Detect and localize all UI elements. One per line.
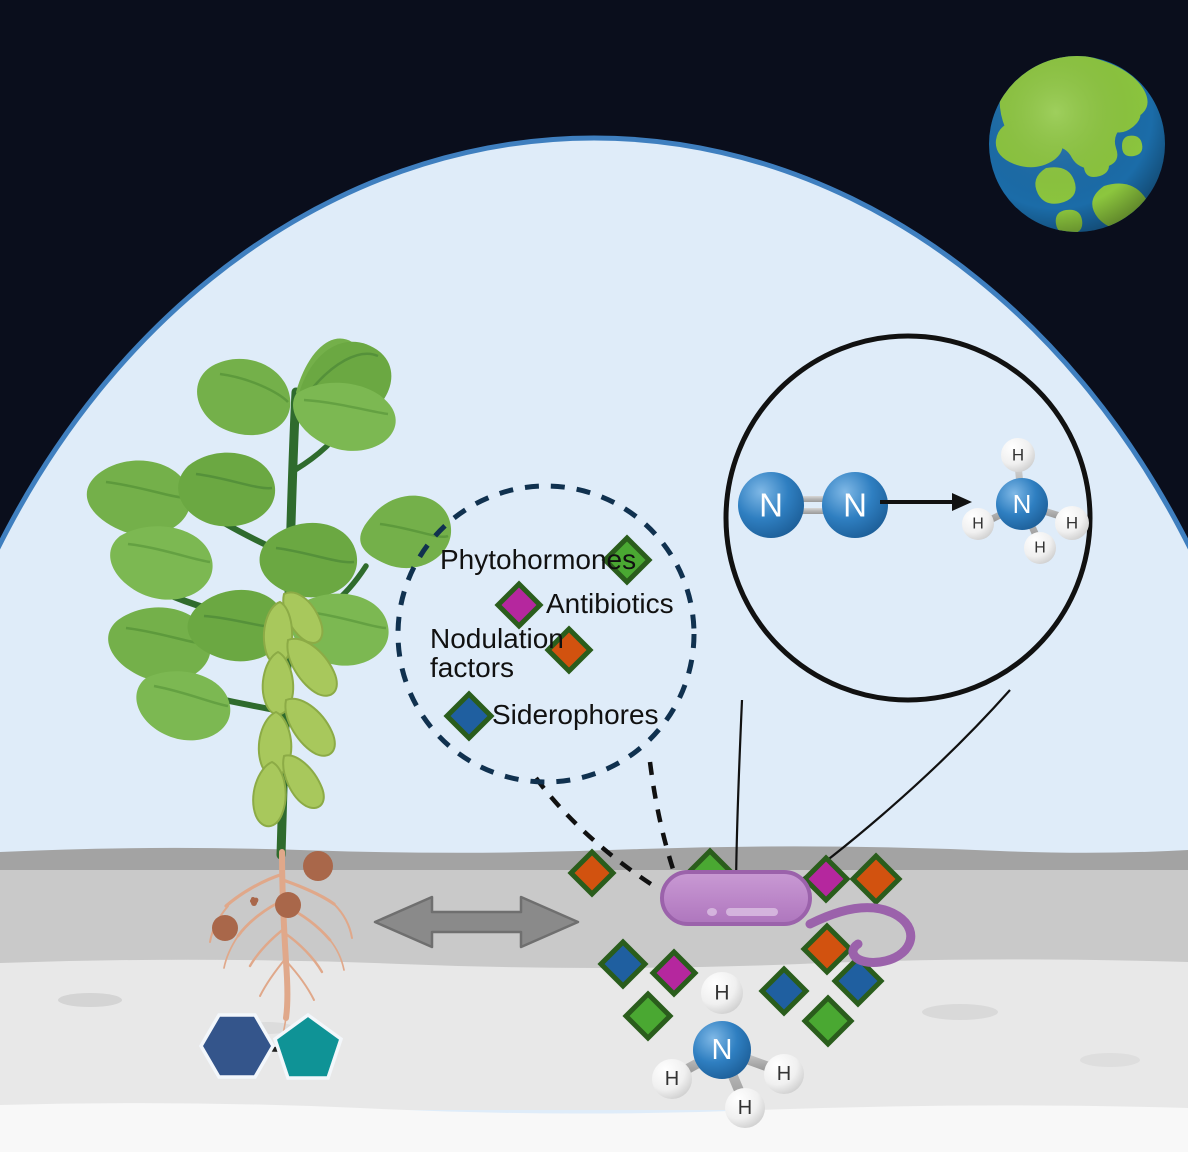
soybean-pods	[252, 591, 338, 828]
nh3-n-label: N	[1013, 489, 1032, 519]
bacterium-body	[660, 870, 812, 926]
legend-callout-circle	[395, 483, 697, 785]
soil-base-layer	[0, 1103, 1188, 1152]
root-system	[209, 849, 353, 1049]
soil-middle-layer	[0, 870, 1188, 972]
diamond-siderophores	[443, 690, 495, 742]
soil-lower-layer	[0, 959, 1188, 1110]
soil-diamond	[622, 990, 674, 1042]
nh3-h-label: H	[1066, 514, 1078, 533]
nitrogen-fixation-callout: N N H H	[723, 333, 1093, 703]
legend-label-antibiotics: Antibiotics	[546, 588, 674, 619]
flagellum	[805, 903, 916, 967]
soil-speck	[922, 1004, 998, 1020]
root-nodules	[212, 851, 333, 941]
nh3-h-label: H	[972, 516, 984, 533]
diamond-nodulation-factors	[544, 625, 594, 675]
soil-nh3-h-label: H	[714, 982, 729, 1005]
soil-diamond	[567, 848, 617, 898]
n2-label-left: N	[759, 487, 783, 524]
ammonia-molecule-soil: H H H H N	[652, 972, 804, 1128]
soybean-plant	[86, 338, 452, 1049]
soil-diamond	[801, 854, 851, 904]
soil-speck	[1080, 1053, 1140, 1067]
soil-diamond	[800, 922, 854, 976]
soil-nh3-h-label: H	[665, 1068, 679, 1090]
n2-atom-left	[738, 472, 804, 538]
soil-diamond	[597, 938, 649, 990]
soil-diamond	[831, 954, 885, 1008]
nh3-h-label: H	[1034, 540, 1046, 557]
pentagon-shape	[272, 1012, 344, 1080]
nh3-h-label: H	[1012, 446, 1024, 465]
hexagon-pentagon-molecule	[198, 1012, 344, 1080]
earth-globe	[989, 56, 1165, 232]
n2-molecule: N N	[738, 472, 888, 538]
soil-nh3-h-label: H	[738, 1097, 752, 1119]
n2-label-right: N	[843, 487, 867, 524]
soil-nh3-h-label: H	[777, 1063, 791, 1085]
soil-nh3-n-label: N	[712, 1034, 733, 1066]
legend-label-siderophores: Siderophores	[492, 699, 659, 730]
soil-diamond	[849, 852, 903, 906]
legend-leader-lines	[534, 761, 681, 892]
ammonia-molecule-callout: H H H H N	[962, 438, 1089, 564]
hexagon-shape	[198, 1013, 276, 1079]
soil-diamond	[649, 948, 699, 998]
soil-diamond	[758, 965, 810, 1017]
legend-diamonds	[443, 534, 653, 742]
soil-diamond	[801, 994, 855, 1048]
diamond-phytohormones	[601, 534, 653, 586]
diamond-antibiotics	[494, 580, 544, 630]
legend-label-nodulation-factors: Nodulation factors	[430, 623, 564, 684]
soil-speck	[58, 993, 122, 1007]
rhizobacterium	[660, 870, 916, 967]
reaction-arrow	[880, 493, 972, 511]
legend-label-phytohormones: Phytohormones	[440, 544, 637, 575]
n2-atom-right	[822, 472, 888, 538]
exchange-arrow	[373, 895, 580, 949]
